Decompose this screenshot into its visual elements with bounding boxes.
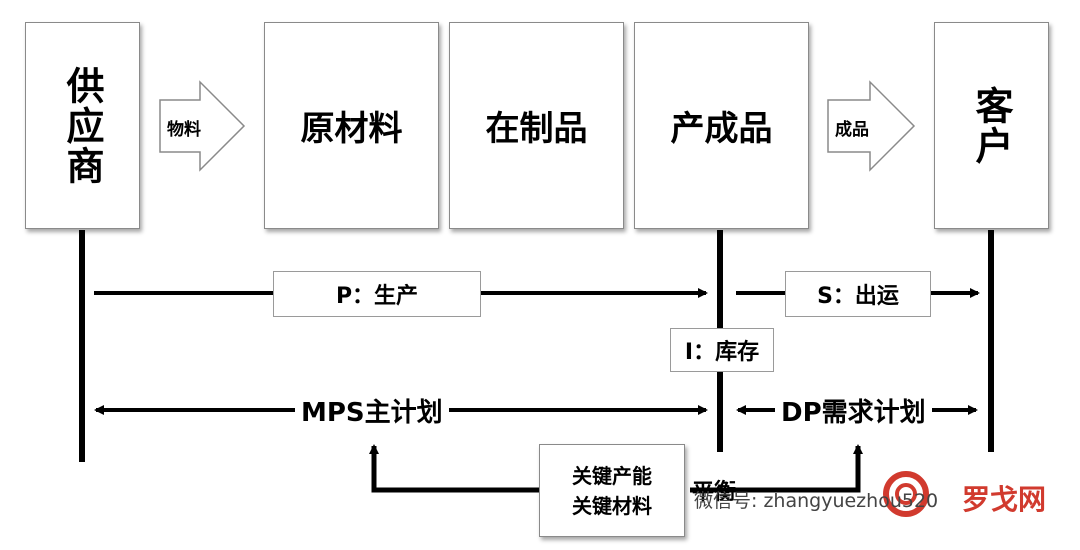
supplier-box: 供应商 bbox=[25, 22, 140, 229]
wip-box: 在制品 bbox=[449, 22, 624, 229]
customer-label: 客户 bbox=[969, 85, 1013, 166]
production-label: P：生产 bbox=[273, 271, 481, 317]
wip-label: 在制品 bbox=[485, 109, 588, 149]
finished-flow-label: 成品 bbox=[835, 120, 869, 140]
balance-loop-left bbox=[369, 444, 540, 493]
customer-box: 客户 bbox=[934, 22, 1049, 229]
critical-constraints-box: 关键产能 关键材料 bbox=[539, 444, 685, 537]
critical-capacity-label: 关键产能 bbox=[572, 463, 652, 488]
mps-label: MPS主计划 bbox=[295, 392, 449, 429]
wechat-watermark: 微信号: zhangyuezhou520 bbox=[694, 490, 939, 512]
supplier-label: 供应商 bbox=[60, 65, 104, 186]
material-flow-arrow bbox=[159, 80, 246, 172]
balance-loop-right bbox=[690, 444, 863, 493]
brand-logo-icon bbox=[883, 471, 929, 517]
inventory-label: I：库存 bbox=[670, 328, 774, 372]
dp-label: DP需求计划 bbox=[775, 392, 932, 429]
raw-material-label: 原材料 bbox=[300, 109, 403, 149]
material-flow-label: 物料 bbox=[167, 120, 201, 140]
finished-goods-box: 产成品 bbox=[634, 22, 809, 229]
critical-material-label: 关键材料 bbox=[572, 493, 652, 518]
brand-watermark: 罗戈网 bbox=[962, 483, 1047, 516]
finished-flow-arrow bbox=[827, 80, 916, 172]
raw-material-box: 原材料 bbox=[264, 22, 439, 229]
finished-goods-label: 产成品 bbox=[670, 109, 773, 149]
balance-label: 平衡 bbox=[692, 480, 737, 505]
shipping-label: S：出运 bbox=[785, 271, 931, 317]
